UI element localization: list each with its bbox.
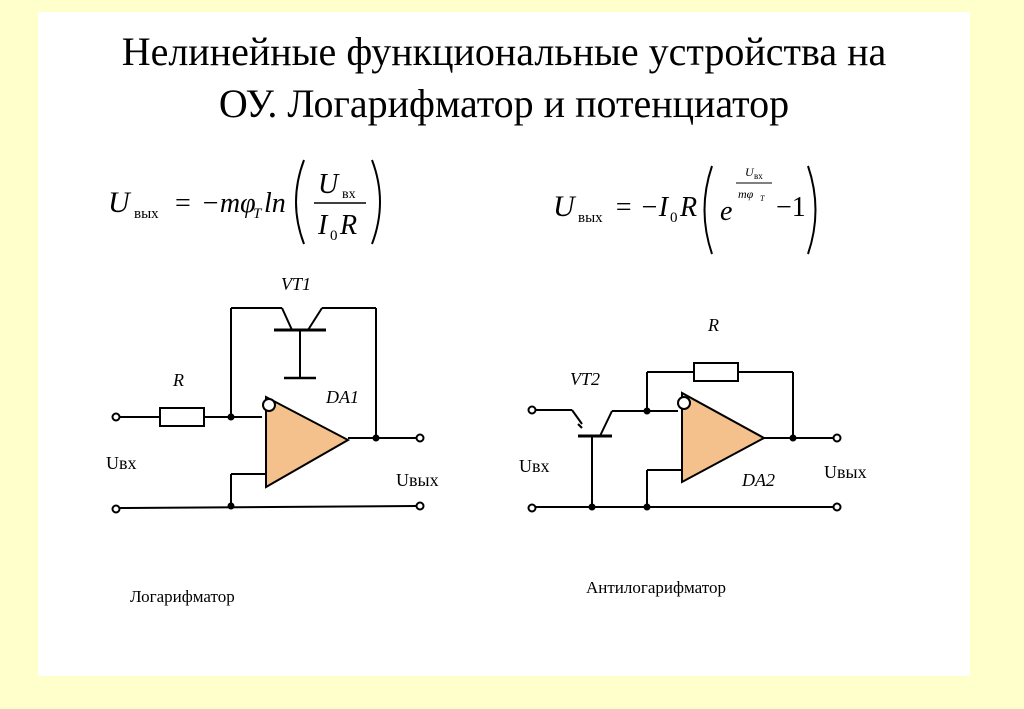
title-line-2: ОУ. Логарифматор и потенциатор: [218, 81, 790, 126]
formula-antilog-r: R: [679, 192, 697, 223]
right-junction-output: [789, 434, 797, 442]
left-junction-output: [372, 434, 380, 442]
right-opamp-label: DA2: [741, 470, 775, 490]
right-transistor-label: VT2: [570, 369, 600, 389]
formula-antilog-lhs: U: [553, 190, 577, 223]
right-transistor-emitter-arrow: [577, 423, 583, 429]
right-caption: Антилогарифматор: [586, 578, 726, 597]
formula-logarithm: U вых = −mφ T ln U вх I 0 R: [108, 159, 381, 245]
left-caption: Логарифматор: [130, 587, 235, 606]
formula-log-left-paren: [295, 159, 305, 245]
right-opamp: [681, 391, 767, 484]
left-transistor-emitter: [307, 307, 323, 331]
right-resistor: [693, 362, 739, 382]
formula-antilog-exp-den-sub: T: [760, 194, 765, 203]
formula-antilog-exp-den: mφ: [738, 187, 754, 201]
left-transistor-label: VT1: [281, 274, 311, 294]
left-resistor: [159, 407, 205, 427]
formula-log-right-paren: [371, 159, 381, 245]
right-output-terminal: [832, 433, 842, 443]
formula-log-ln: ln: [264, 188, 286, 219]
left-output-terminal: [415, 433, 425, 443]
slide: Нелинейные функциональные устройства на …: [38, 12, 970, 676]
formula-antilog-exp-num-sub: вх: [754, 171, 763, 181]
formula-log-num: U: [318, 169, 340, 200]
formula-log-mphi: −mφ: [201, 188, 256, 219]
right-transistor-emitter: [571, 409, 583, 425]
formula-log-num-sub: вх: [342, 187, 356, 202]
right-input-terminal: [527, 405, 537, 415]
formula-log-equals: =: [175, 188, 191, 219]
right-input-label: Uвх: [519, 456, 550, 476]
left-ground-input-terminal: [111, 504, 121, 514]
left-resistor-label: R: [172, 370, 184, 390]
left-opamp-inverting-bubble: [262, 398, 276, 412]
circuit-antilogarithm: [527, 362, 842, 513]
right-resistor-label: R: [707, 315, 719, 335]
left-ground-bus: [119, 505, 417, 509]
left-opamp: [265, 395, 351, 489]
formula-antilog-i-sub: 0: [670, 210, 678, 226]
formula-log-phi-sub: T: [253, 206, 263, 222]
formula-antilog-minus-one: −1: [776, 192, 806, 223]
slide-title: Нелинейные функциональные устройства на …: [38, 26, 970, 130]
formula-antilog-lhs-sub: вых: [578, 210, 603, 226]
left-ground-output-terminal: [415, 501, 425, 511]
formula-antilog-left-paren: [703, 165, 713, 255]
left-transistor-collector: [281, 307, 293, 331]
formula-log-den-sub: 0: [330, 228, 338, 244]
formula-antilogarithm: U вых = −I 0 R e U вх mφ T −1: [553, 165, 817, 255]
right-ground-input-terminal: [527, 503, 537, 513]
left-opamp-label: DA1: [325, 387, 359, 407]
circuit-logarithm: [111, 307, 425, 514]
formula-log-den-r: R: [339, 210, 357, 241]
left-output-label: Uвых: [396, 470, 439, 490]
left-input-terminal: [111, 412, 121, 422]
right-transistor-collector: [599, 410, 613, 437]
formula-antilog-right-paren: [807, 165, 817, 255]
formula-log-den: I: [317, 210, 329, 241]
formula-antilog-exp-num: U: [745, 165, 755, 179]
left-input-label: Uвх: [106, 453, 137, 473]
right-opamp-inverting-bubble: [677, 396, 691, 410]
right-ground-output-terminal: [832, 502, 842, 512]
formula-log-lhs-sub: вых: [134, 206, 159, 222]
title-line-1: Нелинейные функциональные устройства на: [121, 29, 887, 74]
formula-antilog-minus-i: = −I: [614, 192, 670, 223]
formula-log-lhs: U: [108, 186, 132, 219]
right-output-label: Uвых: [824, 462, 867, 482]
formula-antilog-e: e: [720, 196, 732, 227]
